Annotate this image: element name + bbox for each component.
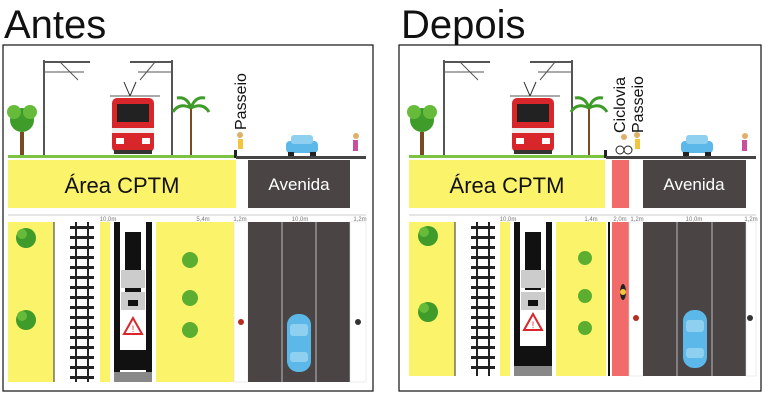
vertical-label: Passeio [630, 76, 647, 133]
train-icon [112, 81, 154, 154]
dimension-label: 10,0m [686, 217, 703, 223]
cptm-area-label: Área CPTM [450, 173, 565, 198]
pedestrian-icon [633, 315, 753, 321]
warning-sign-icon: ! [122, 315, 144, 335]
dimension-label: 1,2m [233, 217, 246, 223]
panel-antes: Antes [2, 3, 374, 392]
pedestrian-icon [237, 132, 359, 151]
dimension-label: 10,0m [292, 217, 309, 223]
train-icon [112, 222, 154, 382]
dimension-label: 5,4m [196, 217, 209, 223]
grass-strip [409, 155, 607, 158]
palm-icon [569, 96, 609, 156]
road-label-box [643, 160, 746, 208]
plan-sidewalk [628, 221, 644, 377]
sidewalk-curb [234, 150, 237, 158]
rail-track-icon [471, 222, 495, 376]
tree-icon [7, 105, 37, 156]
pedestrian-icon [238, 319, 361, 325]
cyclist-icon [615, 134, 633, 155]
road-label: Avenida [268, 175, 330, 194]
sidewalk-curb [604, 150, 607, 158]
rail-track-icon [70, 222, 94, 382]
palm-icon [578, 251, 592, 335]
road-surface [236, 156, 366, 159]
road-label: Avenida [663, 175, 725, 194]
catenary-pole-icon [43, 60, 173, 156]
cptm-area-box [8, 160, 236, 208]
train-icon [512, 222, 554, 376]
vertical-label: Passeio [233, 73, 250, 130]
road-surface [606, 156, 756, 159]
cyclist-icon [620, 284, 626, 300]
pedestrian-icon [634, 132, 748, 151]
svg-text:!: ! [532, 320, 535, 330]
cptm-area-box [409, 160, 605, 208]
car-icon [683, 310, 707, 368]
car-icon [286, 135, 318, 156]
dimension-label: 1,2m [630, 217, 643, 223]
plan-bike-lane [612, 222, 629, 376]
cptm-area-label: Área CPTM [65, 173, 180, 198]
vertical-label: Ciclovia [612, 77, 629, 133]
plan-sidewalk [233, 221, 249, 383]
plan-cptm-mid [100, 222, 110, 382]
dimension-label: 1,2m [353, 217, 366, 223]
panel-heading: Depois [401, 3, 526, 47]
dimension-label: 10,0m [100, 217, 117, 223]
panel-heading: Antes [4, 3, 106, 47]
dimension-label: 1,4m [584, 217, 597, 223]
tree-icon [407, 105, 437, 156]
car-icon [681, 135, 713, 156]
plan-cptm-left [8, 222, 54, 382]
tree-icon [418, 226, 438, 322]
road-label-box [248, 160, 350, 208]
dimension-label: 2,0m [613, 217, 626, 223]
palm-icon [182, 252, 198, 338]
warning-sign-icon: ! [522, 311, 544, 331]
plan-sidewalk [349, 221, 367, 383]
svg-text:!: ! [132, 324, 135, 334]
panel-depois: Depois [398, 3, 762, 392]
plan-cptm-left [409, 222, 455, 376]
grass-strip [8, 155, 236, 158]
dimension-label: 1,2m [744, 217, 757, 223]
bike-lane-box [612, 160, 629, 208]
train-icon [512, 81, 554, 154]
catenary-pole-icon [443, 60, 573, 156]
plan-cptm-mid [500, 222, 510, 376]
car-icon [287, 314, 311, 372]
dimension-label: 10,0m [500, 217, 517, 223]
palm-icon [171, 96, 211, 156]
tree-icon [16, 228, 36, 330]
plan-sidewalk [745, 221, 757, 377]
